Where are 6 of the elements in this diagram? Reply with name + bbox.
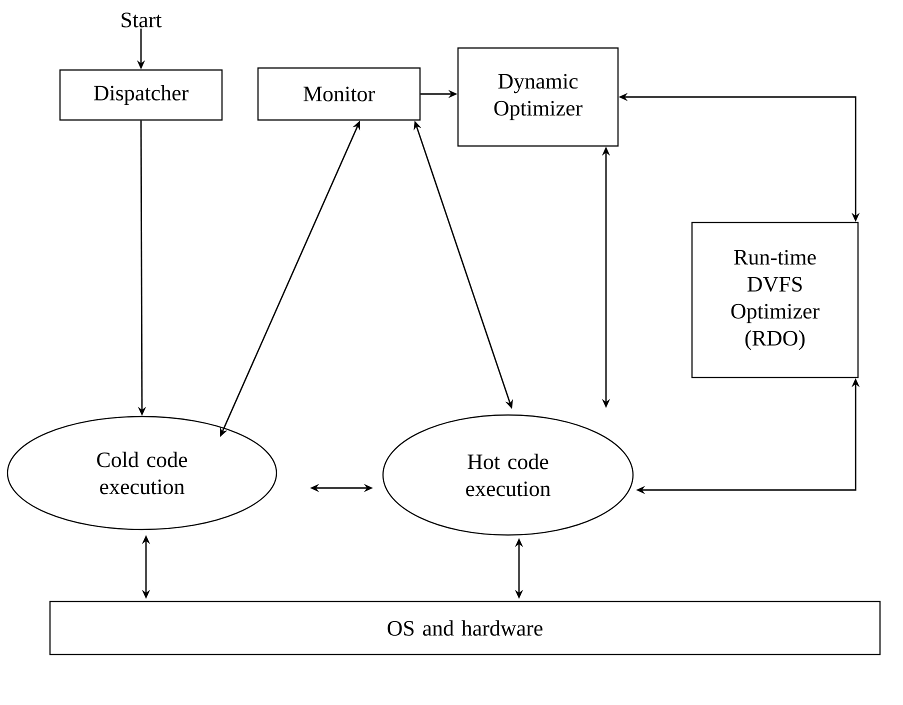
process-box: OS and hardware xyxy=(49,600,881,656)
process-box: Run-time DVFS Optimizer (RDO) xyxy=(691,222,859,378)
process-box: Dispatcher xyxy=(59,69,223,121)
process-box: Monitor xyxy=(257,67,421,121)
process-box: Dynamic Optimizer xyxy=(457,47,619,147)
start-label: Start xyxy=(122,12,162,28)
